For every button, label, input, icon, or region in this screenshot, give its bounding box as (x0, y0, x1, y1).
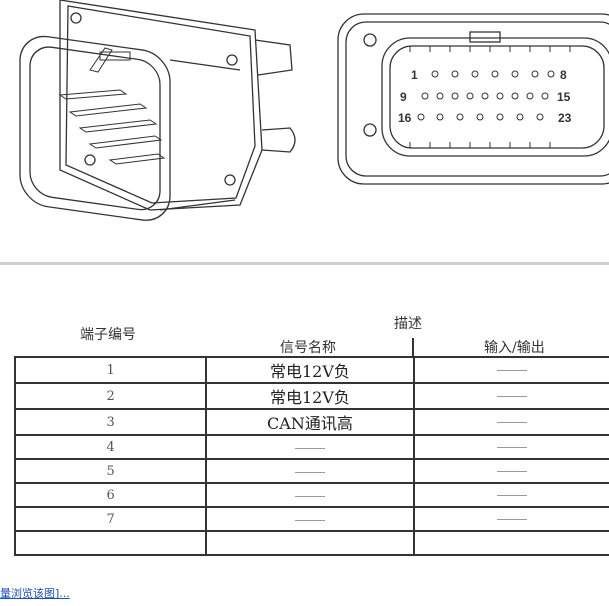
pin-label-8: 8 (560, 68, 567, 82)
signal-name-cell (205, 507, 414, 532)
pin-label-23: 23 (558, 111, 572, 125)
pin-label-9: 9 (400, 90, 407, 104)
signal-name-cell (205, 459, 414, 484)
signal-name-cell (205, 483, 414, 508)
terminal-cell: 5 (13, 459, 207, 484)
table-row: 4 (13, 435, 609, 460)
io-cell (412, 459, 609, 484)
header-divider (412, 338, 414, 356)
header-input-output: 输入/输出 (484, 340, 545, 356)
terminal-cell: 3 (13, 409, 207, 436)
dash-mark (294, 495, 325, 497)
terminal-cell: 1 (13, 356, 207, 384)
dash-mark (294, 519, 325, 521)
io-cell (412, 531, 609, 556)
header-signal-name: 信号名称 (280, 340, 336, 356)
signal-name-cell: 常电12V负 (205, 356, 414, 384)
dash-mark (496, 494, 527, 496)
signal-name-cell: 常电12V负 (205, 383, 414, 410)
dash-mark (294, 447, 325, 449)
io-cell (412, 435, 609, 460)
header-description: 描述 (394, 316, 422, 332)
dash-mark (496, 470, 527, 472)
dash-mark (496, 446, 527, 448)
dash-mark (496, 518, 527, 520)
header-terminal-number: 端子编号 (80, 327, 136, 343)
io-cell (412, 507, 609, 532)
connector-flange (59, 0, 263, 211)
table-row (13, 531, 609, 556)
terminal-cell: 7 (13, 507, 207, 532)
io-cell (412, 409, 609, 436)
signal-name-cell (205, 435, 414, 460)
table-row: 6 (13, 483, 609, 508)
terminal-cell: 4 (13, 435, 207, 460)
io-cell (412, 383, 609, 410)
view-image-link[interactable]: 量浏览该图]... (0, 587, 70, 600)
pin-label-1: 1 (411, 68, 418, 82)
connector-drawing: 1 8 9 15 16 23 (19, 0, 609, 221)
connector-face-outer (337, 13, 609, 185)
signal-name-cell (205, 531, 414, 556)
dash-mark (496, 395, 527, 397)
pin-label-15: 15 (557, 90, 571, 104)
table-row: 5 (13, 459, 609, 484)
section-divider (0, 262, 609, 265)
table-row: 7 (13, 507, 609, 532)
signal-name-cell: CAN通讯高 (205, 409, 414, 436)
io-cell (412, 356, 609, 384)
terminal-cell: 6 (13, 483, 207, 508)
connector-body-front (19, 35, 171, 221)
terminal-cell: 2 (13, 383, 207, 410)
io-cell (412, 483, 609, 508)
dash-mark (496, 369, 527, 371)
pin-label-16: 16 (398, 111, 412, 125)
dash-mark (294, 471, 325, 473)
terminal-cell (13, 531, 207, 556)
dash-mark (496, 421, 527, 423)
